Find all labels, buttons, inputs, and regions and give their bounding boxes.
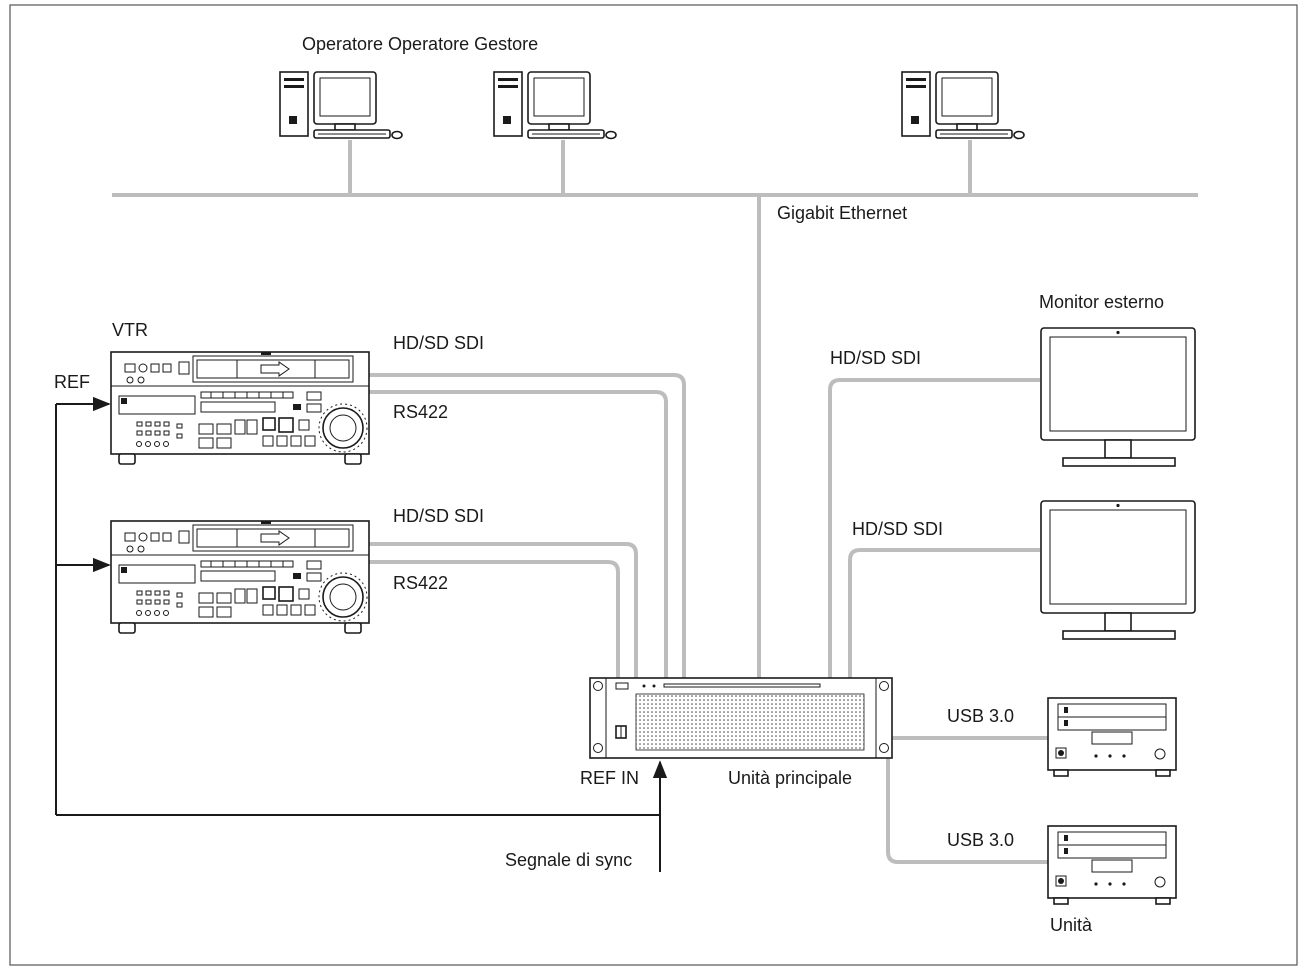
main-unit-icon (589, 677, 893, 759)
monitor1-hdsdi-label: HD/SD SDI (830, 348, 921, 368)
unita-principale-label: Unità principale (728, 768, 852, 788)
ref-label: REF (54, 372, 90, 392)
vtr-deck-icon (110, 520, 370, 634)
drive-unit-icon (1047, 825, 1177, 905)
computer-icon (901, 71, 1025, 140)
vtr2-hdsdi-label: HD/SD SDI (393, 506, 484, 526)
vtr-deck-icon (110, 351, 370, 465)
computer-icon (279, 71, 403, 140)
monitor-cables (828, 378, 1040, 678)
monitor-esterno-label: Monitor esterno (1039, 292, 1164, 312)
segnale-sync-label: Segnale di sync (505, 850, 632, 870)
vtr-cables (369, 373, 686, 678)
ref-signal-lines (55, 396, 668, 872)
vtr-label: VTR (112, 320, 148, 340)
monitor2-hdsdi-label: HD/SD SDI (852, 519, 943, 539)
gigabit-ethernet-label: Gigabit Ethernet (777, 203, 907, 223)
monitor-icon (1040, 500, 1196, 640)
vtr2-rs422-label: RS422 (393, 573, 448, 593)
drive-unit-icon (1047, 697, 1177, 777)
diagram-frame (9, 4, 1298, 966)
usb-cables (886, 736, 1048, 864)
ethernet-cables (112, 140, 1198, 678)
unita-label: Unità (1050, 915, 1093, 935)
vtr1-hdsdi-label: HD/SD SDI (393, 333, 484, 353)
vtr1-rs422-label: RS422 (393, 402, 448, 422)
computer-icon (493, 71, 617, 140)
usb1-label: USB 3.0 (947, 706, 1014, 726)
monitor-icon (1040, 327, 1196, 467)
operators-label: Operatore Operatore Gestore (302, 34, 538, 54)
usb2-label: USB 3.0 (947, 830, 1014, 850)
ref-in-label: REF IN (580, 768, 639, 788)
